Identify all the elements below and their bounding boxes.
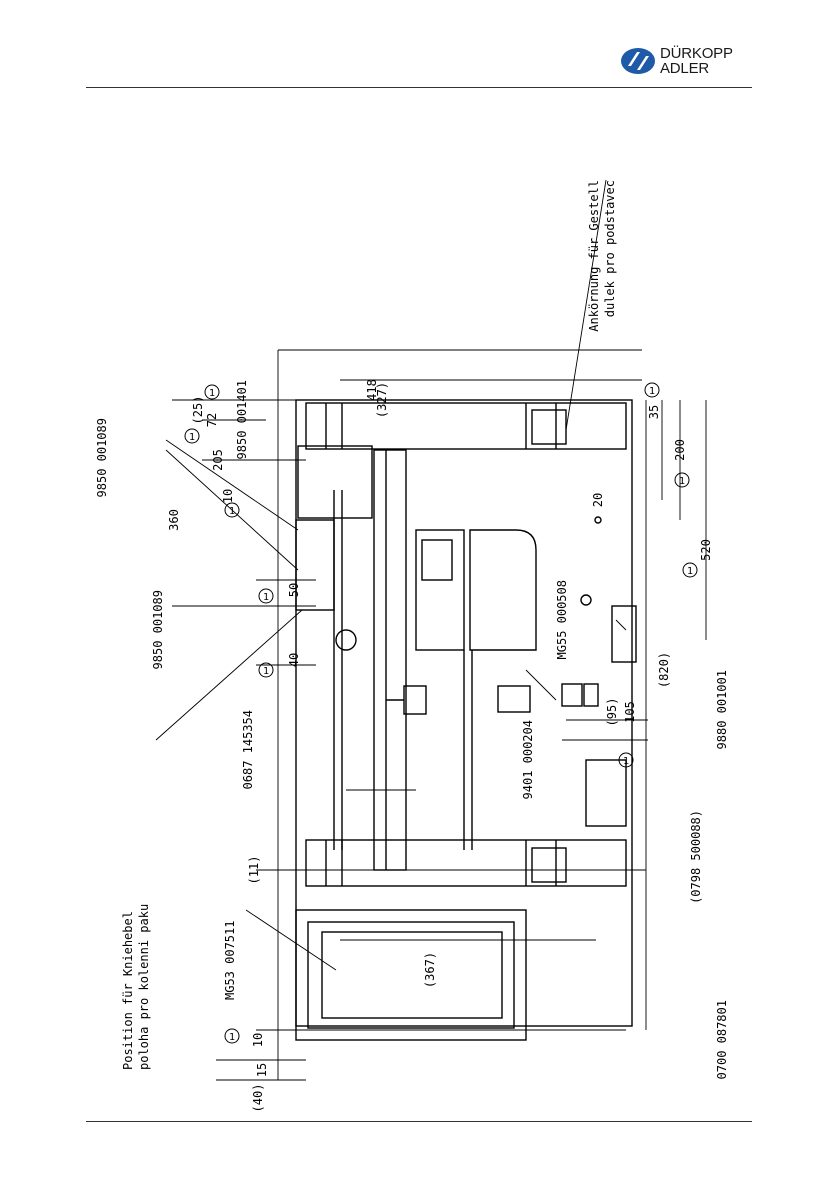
marker-label: 1 [687, 566, 693, 577]
dim-40b: (40) [251, 1084, 265, 1110]
logo-line1: DÜRKOPP [660, 45, 733, 62]
cutout-small [585, 759, 627, 827]
dim-418: 418 [365, 379, 379, 401]
marker-circle: 1 [184, 428, 200, 444]
dim-205: 205 [211, 449, 225, 471]
dim-25: (25) [191, 396, 205, 425]
frame-bracket-top [305, 402, 627, 450]
marker-label: 1 [623, 756, 629, 767]
part-9850-001089-top: 9850 001089 [95, 418, 109, 497]
logo-wordmark: DÜRKOPP ADLER [660, 46, 733, 76]
marker-circle: 1 [258, 662, 274, 678]
note-knee-line1: Position für Kniehebel [121, 911, 135, 1070]
header-rule [86, 87, 752, 88]
part-9850-001089-bottom: 9850 001089 [151, 590, 165, 669]
dim-10b: 10 [251, 1033, 265, 1047]
marker-label: 1 [229, 1032, 235, 1043]
logo-line2: ADLER [660, 60, 710, 77]
dim-40a: 40 [287, 653, 301, 667]
marker-label: 1 [263, 592, 269, 603]
marker-circle: 1 [682, 562, 698, 578]
dim-72: 72 [205, 413, 219, 427]
dim-327: (327) [375, 382, 389, 418]
part-0700-087801: 0700 087801 [715, 1000, 729, 1079]
dim-367: (367) [423, 952, 437, 988]
motor-housing [469, 529, 537, 651]
marker-circle: 1 [204, 384, 220, 400]
note-frame-line1: Ankörnung für Gestell [587, 180, 601, 332]
footer-rule [86, 1121, 752, 1122]
marker-label: 1 [679, 476, 685, 487]
marker-circle: 1 [674, 472, 690, 488]
dim-95: (95) [605, 698, 619, 727]
part-mg53-007511: MG53 007511 [223, 921, 237, 1000]
part-9850-001401: 9850 001401 [235, 380, 249, 459]
table-outline [295, 399, 633, 1027]
marker-label: 1 [229, 506, 235, 517]
dim-15: 15 [255, 1063, 269, 1077]
dim-35: 35 [647, 405, 661, 419]
dim-50: 50 [287, 583, 301, 597]
marker-circle: 1 [644, 382, 660, 398]
marker-label: 1 [263, 666, 269, 677]
dim-200: 200 [673, 439, 687, 461]
dim-20: 20 [591, 493, 605, 507]
dim-10a: 10 [221, 489, 235, 503]
brand-logo: DÜRKOPP ADLER [620, 46, 760, 80]
pedal-frame [295, 909, 527, 1041]
marker-circle: 1 [618, 752, 634, 768]
dim-105: 105 [623, 701, 637, 723]
note-knee-line2: poloha pro kolenni paku [137, 904, 151, 1070]
marker-circle: 1 [224, 1028, 240, 1044]
dim-520: 520 [699, 539, 713, 561]
note-frame-line2: dulek pro podstavec [603, 180, 617, 317]
marker-circle: 1 [224, 502, 240, 518]
marker-label: 1 [209, 388, 215, 399]
part-mg55-000508: MG55 000508 [555, 580, 569, 659]
technical-drawing: Ankörnung für Gestell dulek pro podstave… [95, 179, 729, 1110]
logo-mark-icon [621, 48, 655, 74]
marker-circle: 1 [258, 588, 274, 604]
part-9880-001001: 9880 001001 [715, 670, 729, 749]
marker-label: 1 [649, 386, 655, 397]
frame-bracket-bottom [305, 839, 627, 887]
motor-box [415, 529, 465, 651]
dim-11: (11) [247, 856, 261, 885]
dim-820: (820) [657, 652, 671, 688]
dim-360: 360 [167, 509, 181, 531]
part-0798-500088: (0798 500088) [689, 810, 703, 904]
plate-top [297, 445, 373, 519]
part-9401-000204: 9401 000204 [521, 720, 535, 799]
marker-label: 1 [189, 432, 195, 443]
part-0687-145354: 0687 145354 [241, 710, 255, 789]
long-rail [373, 449, 407, 871]
